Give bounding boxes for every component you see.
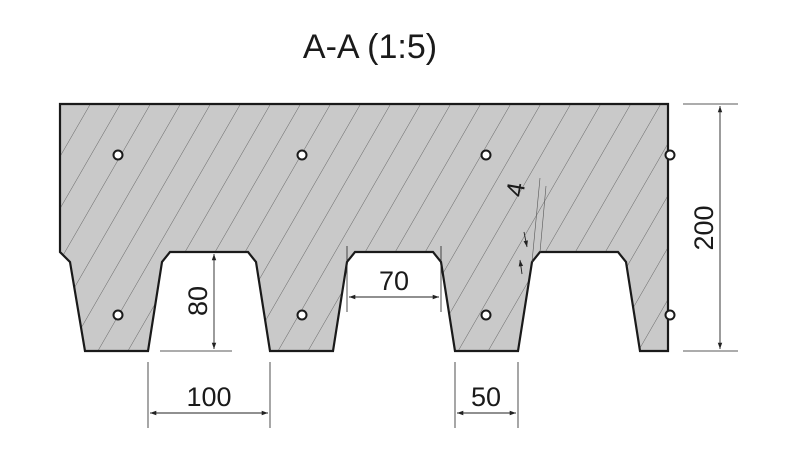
rebar-marker — [480, 309, 492, 321]
rebar-marker — [664, 309, 676, 321]
dimension-rib-spacing: 100 — [147, 362, 271, 428]
dimension-label-total-height: 200 — [689, 205, 719, 250]
dimension-label-chamfer: 4 — [501, 180, 531, 199]
dimension-chamfer: 4 — [501, 177, 547, 275]
dimension-label-rib-bottom-width: 50 — [471, 382, 501, 412]
rebar-marker — [480, 149, 492, 161]
rebar-marker — [296, 149, 308, 161]
dimension-rib-bottom-width: 50 — [454, 362, 519, 428]
dimension-rib-depth: 80 — [160, 251, 248, 352]
dimension-label-rib-spacing: 100 — [186, 382, 231, 412]
rebar-group — [112, 149, 676, 321]
rebar-marker — [296, 309, 308, 321]
rebar-marker — [112, 309, 124, 321]
section-title: A-A (1:5) — [303, 28, 437, 66]
dimension-label-rib-depth: 80 — [183, 286, 213, 316]
dimension-total-height: 200 — [683, 103, 738, 352]
rebar-marker — [112, 149, 124, 161]
dimension-label-rib-top-width: 70 — [379, 266, 409, 296]
section-hatching — [58, 102, 670, 353]
dimension-rib-top-width: 70 — [346, 246, 442, 312]
rebar-marker — [664, 149, 676, 161]
